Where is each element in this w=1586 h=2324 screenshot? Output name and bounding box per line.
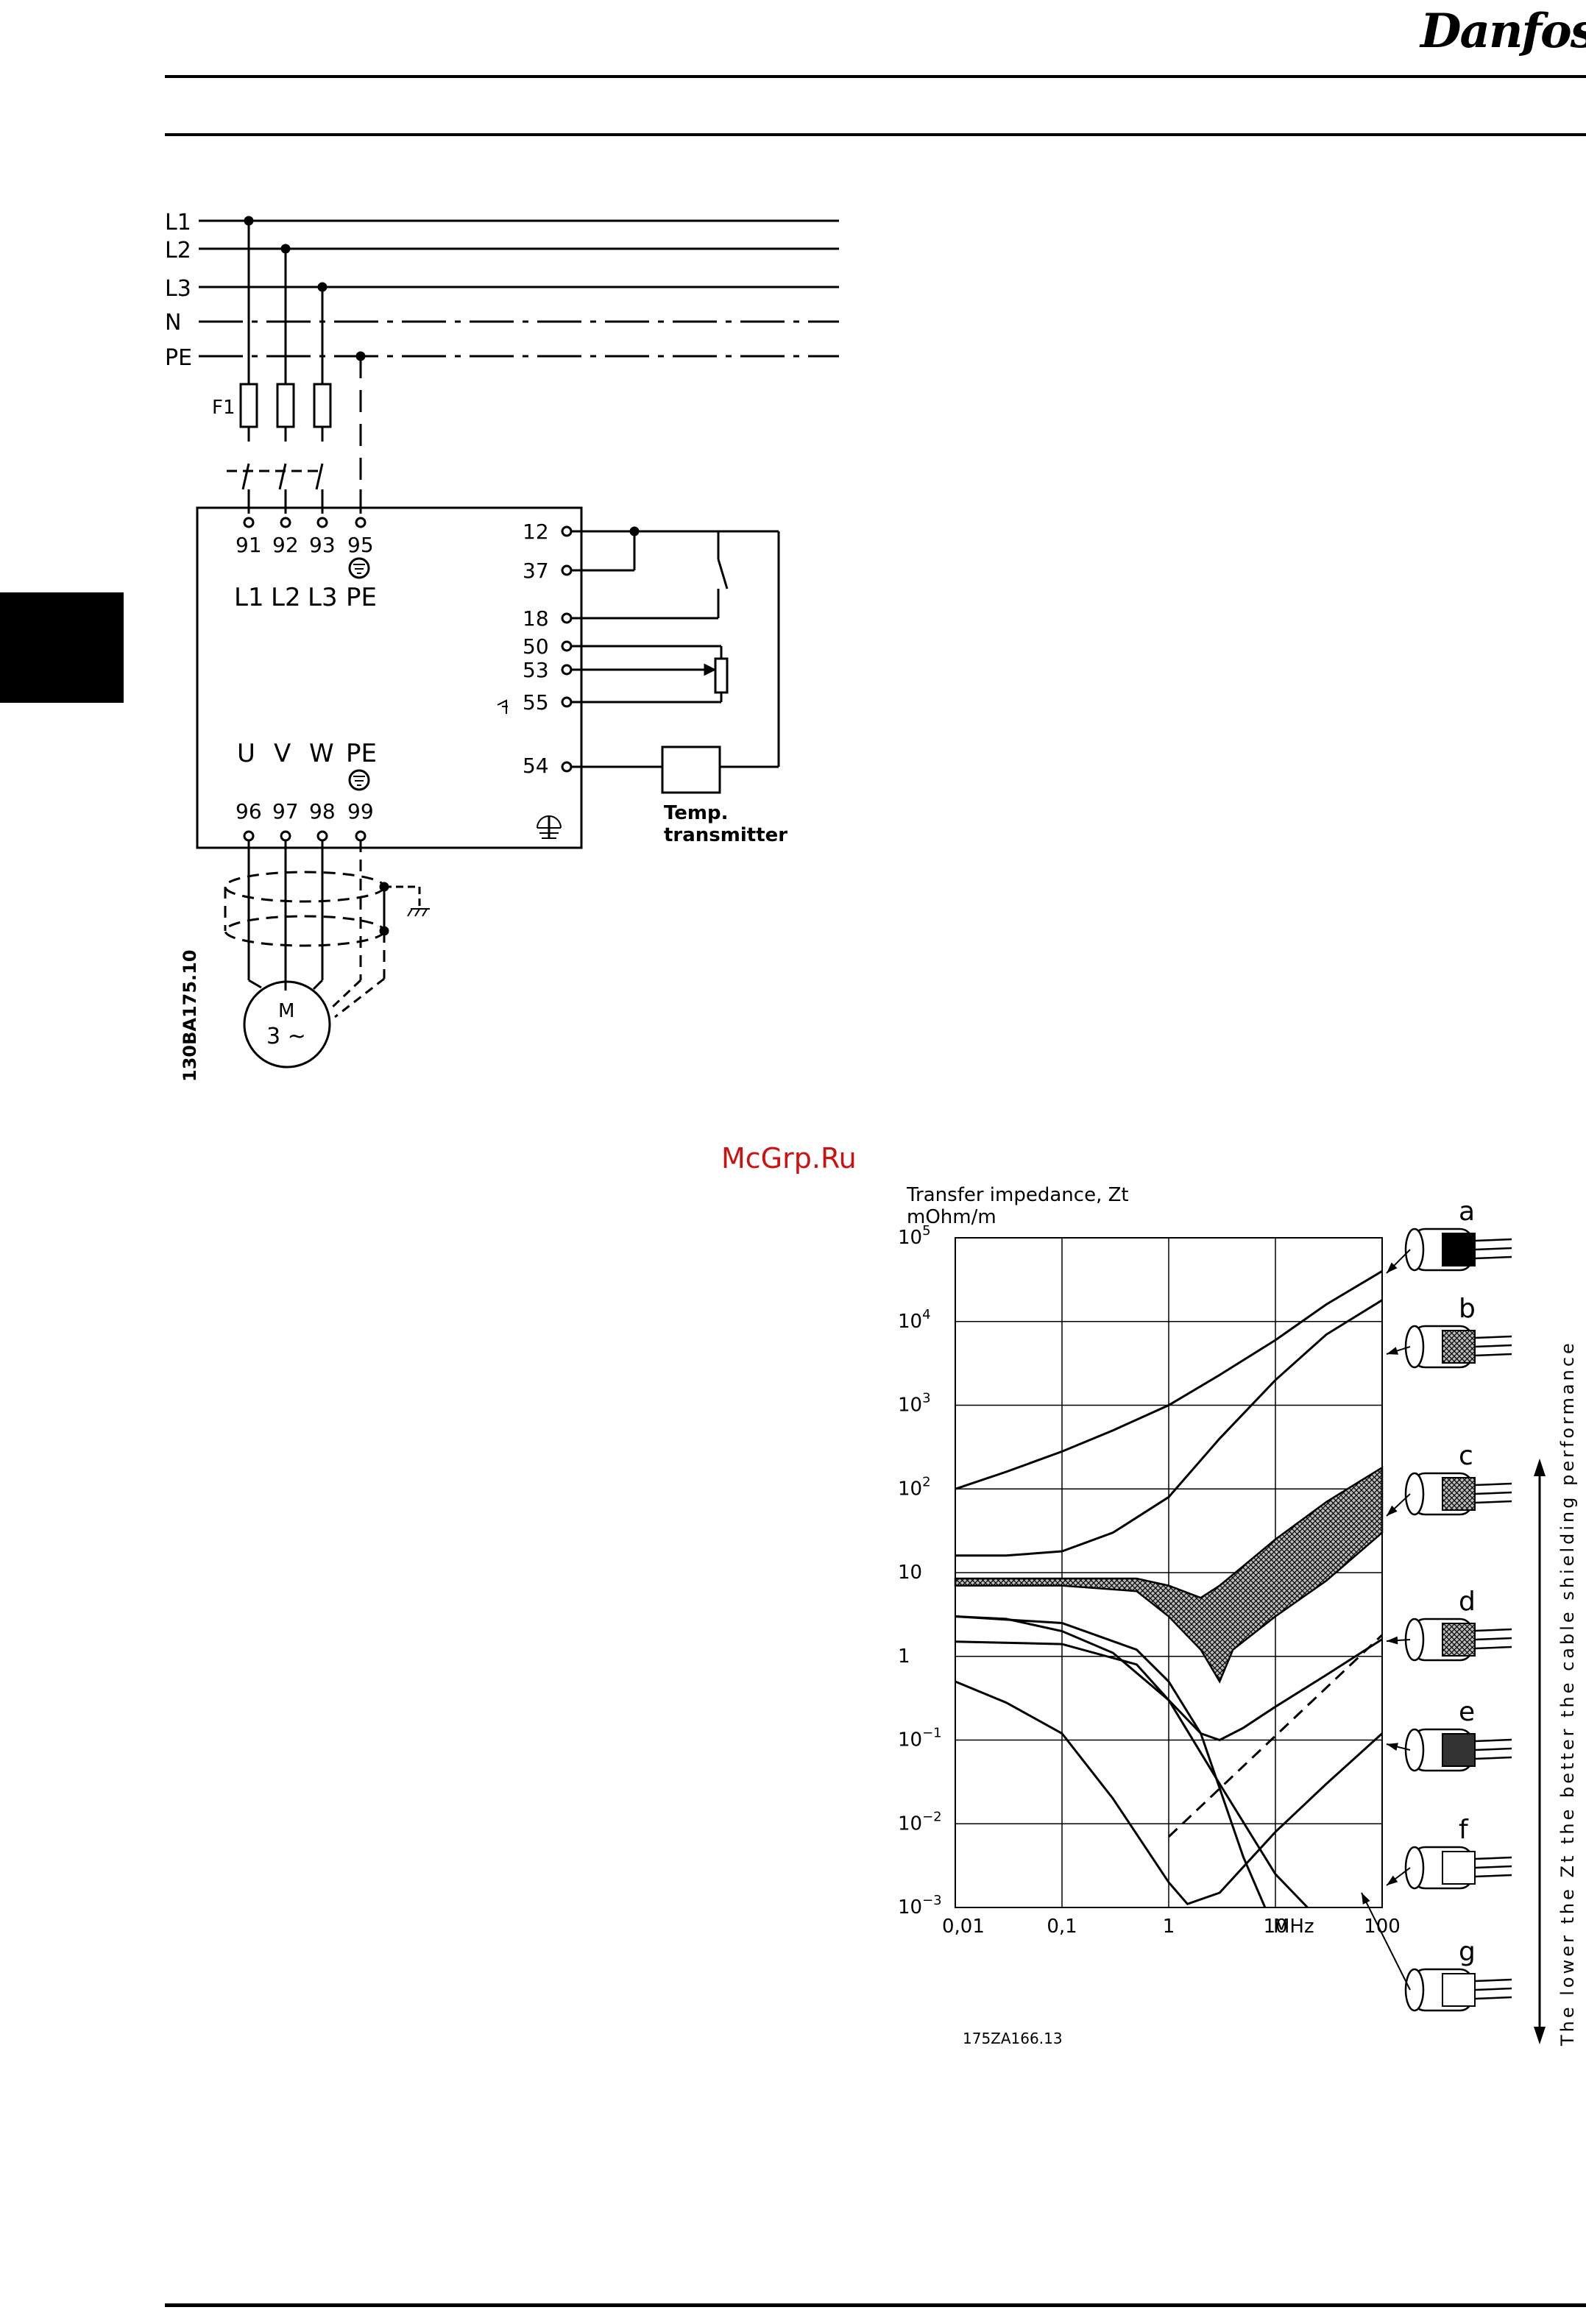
transfer-impedance-chart: Transfer impedance, Zt mOhm/m 0,01 0,1 1 10…	[898, 1184, 1578, 2047]
x-tick-label: 1	[1163, 1916, 1175, 1938]
chart-ylabel: mOhm/m	[907, 1206, 996, 1228]
chart-grid	[955, 1237, 1383, 1908]
terminal-93: 93	[309, 533, 336, 557]
series-f	[955, 1640, 1309, 1909]
cable-a: a	[1386, 1197, 1512, 1274]
y-tick-label: 1	[898, 1645, 910, 1668]
header-rule-top	[165, 75, 1586, 78]
shielding-band	[954, 1465, 1384, 1684]
supply-label-l1: L1	[165, 210, 191, 235]
input-label-l2: L2	[271, 583, 301, 612]
y-tick-label: 103	[898, 1391, 931, 1417]
chart-title: Transfer impedance, Zt	[906, 1184, 1129, 1206]
terminal-92: 92	[272, 533, 299, 557]
output-label-pe: PE	[346, 739, 377, 768]
footer-rule	[165, 2303, 1586, 2307]
series-b	[955, 1299, 1383, 1557]
series-dashed	[1167, 1634, 1384, 1838]
wiring-diagram: L1 L2 L3 N PE F1 91 92 93 95 L1 L2 L3 PE…	[165, 210, 839, 1082]
cable-label-b: b	[1459, 1294, 1476, 1324]
cable-c: c	[1386, 1441, 1512, 1517]
shielding-note: The lower the Zt the better the cable sh…	[1557, 1340, 1578, 2047]
x-tick-label: 10	[1263, 1916, 1287, 1938]
terminal-95: 95	[347, 533, 374, 557]
series-a	[955, 1270, 1383, 1490]
terminal-50: 50	[523, 634, 549, 659]
cable-e: e	[1386, 1697, 1512, 1772]
y-tick-label: 104	[898, 1307, 931, 1333]
output-label-u: U	[237, 739, 255, 768]
watermark: McGrp.Ru	[721, 1142, 857, 1175]
y-tick-label: 10−1	[898, 1726, 942, 1751]
y-tick-label: 102	[898, 1474, 931, 1500]
series-g	[955, 1615, 1267, 1908]
y-tick-label: 10−3	[898, 1893, 942, 1919]
y-tick-label: 10−2	[898, 1809, 942, 1835]
cable-b: b	[1386, 1294, 1512, 1369]
terminal-12: 12	[523, 520, 549, 544]
terminal-91: 91	[236, 533, 262, 557]
x-unit: MHz	[1273, 1916, 1314, 1938]
motor-label-2: 3 ~	[266, 1024, 306, 1049]
supply-label-n: N	[165, 310, 181, 336]
chart-series	[955, 1270, 1384, 1909]
input-label-l3: L3	[308, 583, 338, 612]
y-tick-label: 10	[898, 1562, 922, 1584]
cable-label-a: a	[1459, 1197, 1475, 1227]
input-label-l1: L1	[234, 583, 264, 612]
terminal-96: 96	[236, 799, 262, 823]
terminal-99: 99	[347, 799, 374, 823]
cable-label-f: f	[1459, 1815, 1469, 1845]
terminal-97: 97	[272, 799, 299, 823]
cable-label-e: e	[1459, 1697, 1475, 1727]
fuse-label: F1	[212, 397, 236, 419]
terminal-98: 98	[309, 799, 336, 823]
y-tick-label: 105	[898, 1223, 931, 1249]
terminal-53: 53	[523, 658, 549, 682]
x-tick-label: 0,1	[1047, 1916, 1077, 1938]
transmitter-label-2: transmitter	[664, 824, 787, 846]
terminal-55: 55	[523, 690, 549, 715]
x-tick-label: 0,01	[942, 1916, 985, 1938]
motor-label-1: M	[278, 1000, 294, 1022]
supply-label-l2: L2	[165, 238, 191, 263]
header-rule-bottom	[165, 133, 1586, 136]
wiring-code: 130BA175.10	[180, 949, 200, 1082]
chart-code: 175ZA166.13	[963, 2030, 1063, 2047]
input-label-pe: PE	[346, 583, 377, 612]
terminal-54: 54	[523, 754, 549, 778]
cable-d: d	[1386, 1587, 1512, 1662]
chapter-tab	[0, 592, 124, 703]
transmitter-label-1: Temp.	[664, 802, 729, 824]
output-label-w: W	[309, 739, 334, 768]
supply-label-pe: PE	[165, 345, 192, 371]
cable-label-c: c	[1459, 1441, 1473, 1471]
cable-f: f	[1386, 1815, 1512, 1890]
series-e	[955, 1680, 1384, 1906]
terminal-18: 18	[523, 606, 549, 631]
cable-g: g	[1361, 1892, 1512, 2012]
output-label-v: V	[274, 739, 291, 768]
cable-illustrations: a b c d e f g	[1361, 1197, 1512, 2012]
band-c	[954, 1465, 1384, 1684]
cable-label-d: d	[1459, 1587, 1476, 1617]
cable-label-g: g	[1459, 1937, 1476, 1967]
terminal-37: 37	[523, 559, 549, 583]
danfoss-logo: Danfoss	[1420, 4, 1586, 59]
supply-label-l3: L3	[165, 276, 191, 302]
